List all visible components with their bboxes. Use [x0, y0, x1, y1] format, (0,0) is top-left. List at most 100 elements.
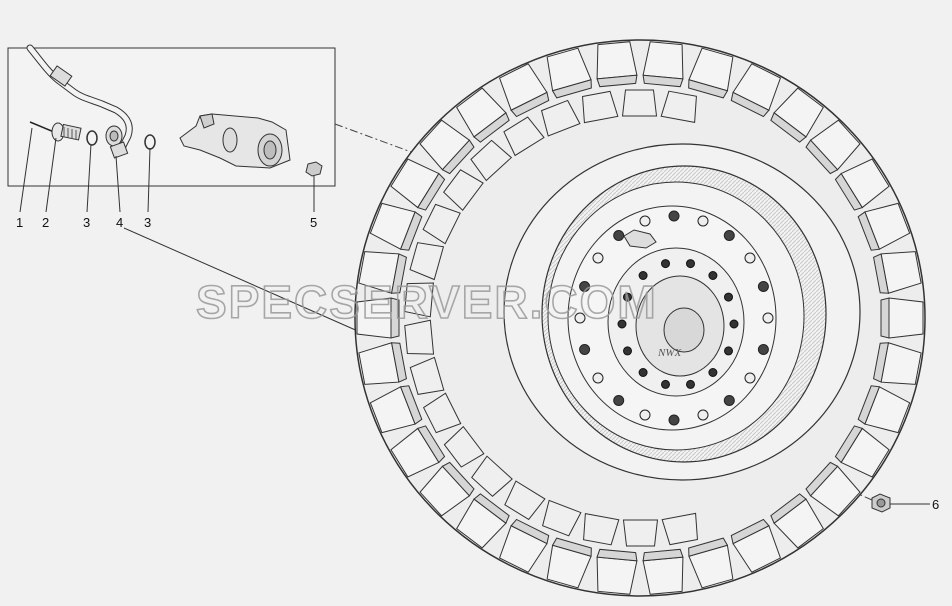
tread-block	[369, 385, 423, 434]
tread-block-inner	[422, 392, 462, 434]
tread-block-inner	[470, 139, 513, 182]
tread-block-inner	[542, 499, 582, 537]
tread-block	[857, 202, 911, 251]
hub-bolt	[623, 346, 632, 356]
hub-bolt	[661, 259, 670, 269]
tread-block	[857, 385, 911, 434]
tread-block-inner	[621, 89, 658, 117]
tread-block	[358, 251, 407, 294]
tread-block	[834, 425, 890, 478]
callout-3-left: 3	[83, 215, 90, 230]
tread-block	[498, 518, 550, 573]
hub-bolt	[617, 319, 627, 329]
tread-block	[456, 493, 510, 549]
tread-block	[390, 158, 446, 211]
tread-block	[805, 119, 861, 175]
callout-4: 4	[116, 215, 123, 230]
tread-block	[688, 47, 734, 99]
rim-bolt	[762, 312, 774, 324]
tread-block	[546, 537, 592, 589]
callout-6: 6	[932, 497, 939, 512]
hub-bolt	[729, 319, 739, 329]
tread-block-inner	[404, 319, 435, 355]
tread-block	[688, 537, 734, 589]
callout-2: 2	[42, 215, 49, 230]
rim-bolt	[639, 409, 651, 421]
tread-block	[880, 297, 924, 339]
hub-bolt	[708, 368, 718, 377]
rim-bolt	[744, 252, 756, 264]
valve-body	[179, 113, 291, 169]
hub-bolt	[724, 292, 733, 302]
rim-bolt	[723, 395, 735, 406]
valve-bolt	[51, 122, 82, 142]
callout-3-right: 3	[144, 215, 151, 230]
hub-marking: NWX	[657, 347, 683, 359]
rim-bolt	[613, 395, 625, 406]
inset-detail-box	[7, 44, 336, 213]
hub-bolt-ring	[617, 259, 739, 389]
tread-block-inner	[443, 169, 484, 211]
tread-block	[596, 548, 638, 595]
rim-bolt	[757, 281, 769, 292]
tread-block	[356, 297, 400, 339]
tread-block	[873, 251, 922, 294]
tread-block	[730, 518, 782, 573]
small-nut	[305, 161, 323, 177]
tread-block	[873, 342, 922, 385]
tread-block-inner	[409, 356, 445, 395]
tread-block-inner	[503, 116, 545, 157]
tread-block-inner	[540, 99, 581, 137]
rim-bolt	[579, 344, 591, 355]
tread-block-inner	[504, 480, 546, 521]
rim-bolt	[697, 409, 709, 421]
tread-block	[770, 493, 824, 549]
tread-block-inner	[660, 90, 697, 123]
tread-block	[770, 87, 824, 143]
hub-bolt	[686, 259, 695, 269]
tread-block-inner	[471, 455, 513, 497]
rim-bolt	[574, 312, 586, 324]
tread-block-inner	[661, 512, 698, 546]
rim-bolt	[668, 414, 680, 426]
tread-block-inner	[422, 203, 461, 245]
tread-block	[834, 158, 890, 211]
tread-block-inner	[409, 242, 445, 281]
tread-block-inner	[583, 513, 620, 546]
hub-bolt	[708, 271, 718, 280]
rim-bolt	[757, 344, 769, 355]
rim-bolt	[579, 281, 591, 292]
rim-bolt	[723, 230, 735, 241]
tread-block	[642, 41, 684, 88]
rim-bolt	[668, 210, 680, 222]
hub-bore	[663, 307, 705, 353]
leader-line-4	[123, 227, 361, 333]
elbow-fitting	[105, 125, 129, 159]
rim-bolt	[613, 230, 625, 241]
tread-block	[358, 342, 407, 385]
hub-bolt	[686, 379, 695, 389]
hub-bolt	[661, 379, 670, 389]
rim-bolt	[697, 215, 709, 227]
hub-bolt	[724, 346, 733, 356]
rim-valve	[623, 229, 657, 249]
tread-block	[546, 47, 592, 99]
hub-bolt	[638, 368, 648, 377]
tread-block	[730, 63, 782, 118]
hub-bolt	[623, 292, 632, 302]
tread-block	[390, 425, 446, 478]
rim-bolt-ring	[574, 210, 774, 426]
tread-block-inner	[404, 282, 434, 318]
tread-block	[419, 461, 475, 517]
washer-left	[86, 130, 98, 146]
callout-1: 1	[16, 215, 23, 230]
watermark-text: SPECSERVER.COM	[196, 276, 658, 328]
tread-block	[596, 41, 638, 88]
tread-block-inner	[443, 425, 485, 468]
tread-block	[805, 461, 861, 517]
tire-assembly: NWX	[354, 39, 926, 597]
tread-block	[498, 63, 550, 118]
hub-bolt	[638, 271, 648, 280]
